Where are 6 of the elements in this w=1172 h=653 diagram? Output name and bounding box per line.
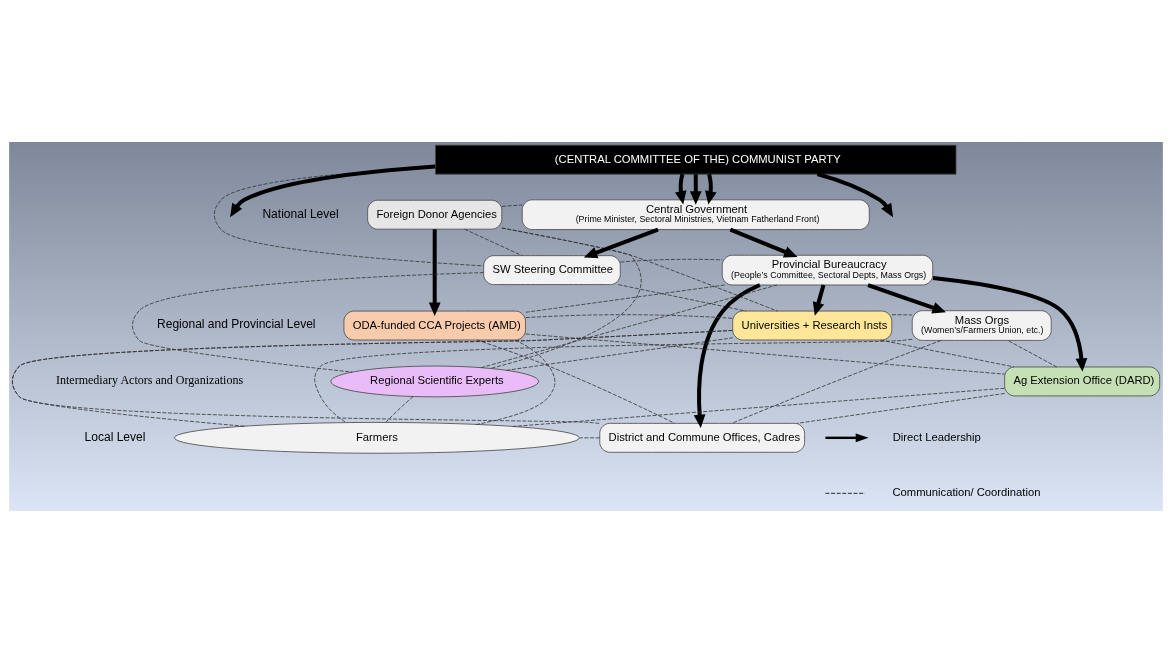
label: Regional and Provincial Level [157,317,316,332]
legend-label: Direct Leadership [892,430,981,443]
label: Local Level [84,429,146,444]
label: Intermediary Actors and Organizations [55,373,244,388]
legend-label: Communication/ Coordination [892,486,1041,499]
label: National Level [262,206,339,221]
